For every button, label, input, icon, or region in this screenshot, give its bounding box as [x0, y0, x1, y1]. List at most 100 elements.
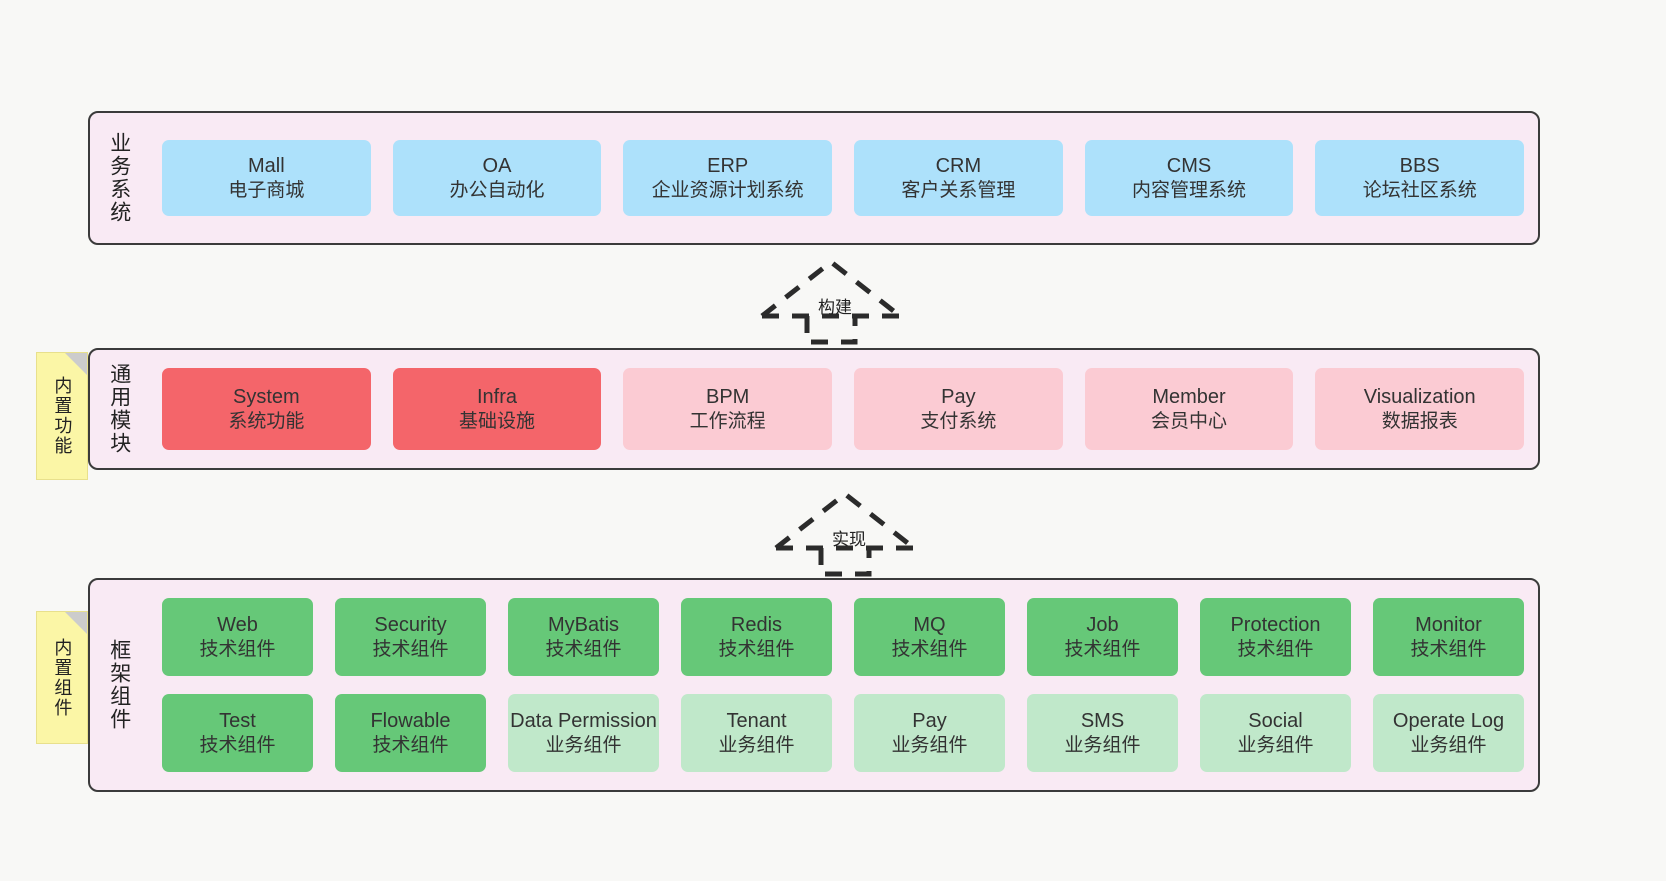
node-member-cn: 会员中心 [1151, 410, 1228, 432]
node-test[interactable]: Test 技术组件 [162, 694, 313, 772]
node-pay-module-cn: 支付系统 [920, 410, 997, 432]
node-erp-cn: 企业资源计划系统 [651, 179, 804, 201]
node-pay-module-en: Pay [941, 385, 976, 408]
build-stem [804, 316, 858, 345]
node-cms[interactable]: CMS 内容管理系统 [1084, 140, 1294, 216]
node-flowable[interactable]: Flowable 技术组件 [335, 694, 486, 772]
node-visualization-en: Visualization [1363, 385, 1476, 408]
modules-row: System 系统功能 Infra 基础设施 BPM 工作流程 Pay 支付系统… [162, 368, 1525, 450]
node-operate-log[interactable]: Operate Log 业务组件 [1373, 694, 1524, 772]
impl-stem [818, 548, 872, 577]
node-infra[interactable]: Infra 基础设施 [392, 368, 602, 450]
node-social[interactable]: Social 业务组件 [1200, 694, 1351, 772]
connector-implement-label: 实现 [832, 530, 866, 549]
node-mq-cn: 技术组件 [891, 638, 968, 660]
node-mall[interactable]: Mall 电子商城 [162, 140, 371, 216]
node-data-permission-cn: 业务组件 [545, 734, 622, 756]
node-monitor[interactable]: Monitor 技术组件 [1373, 598, 1524, 676]
node-bbs[interactable]: BBS 论坛社区系统 [1315, 140, 1525, 216]
node-pay-component-cn: 业务组件 [891, 734, 968, 756]
node-sms-cn: 业务组件 [1064, 734, 1141, 756]
node-tenant[interactable]: Tenant 业务组件 [681, 694, 832, 772]
node-bbs-en: BBS [1399, 154, 1440, 177]
node-monitor-en: Monitor [1415, 613, 1482, 636]
node-data-permission[interactable]: Data Permission 业务组件 [508, 694, 659, 772]
node-bpm[interactable]: BPM 工作流程 [623, 368, 833, 450]
node-visualization-cn: 数据报表 [1381, 410, 1458, 432]
node-oa-cn: 办公自动化 [449, 179, 545, 201]
node-job[interactable]: Job 技术组件 [1027, 598, 1178, 676]
node-operate-log-cn: 业务组件 [1410, 734, 1487, 756]
node-cms-cn: 内容管理系统 [1132, 179, 1247, 201]
layer-title-framework: 框架组件 [107, 639, 131, 731]
node-mq-en: MQ [913, 613, 946, 636]
node-web-en: Web [217, 613, 258, 636]
node-erp-en: ERP [707, 154, 749, 177]
node-member[interactable]: Member 会员中心 [1084, 368, 1294, 450]
node-test-en: Test [219, 709, 256, 732]
node-social-cn: 业务组件 [1237, 734, 1314, 756]
layer-title-modules: 通用模块 [107, 363, 131, 455]
node-mybatis[interactable]: MyBatis 技术组件 [508, 598, 659, 676]
node-web[interactable]: Web 技术组件 [162, 598, 313, 676]
node-oa[interactable]: OA 办公自动化 [392, 140, 602, 216]
note-builtin-features-label: 内置功能 [52, 376, 73, 456]
node-system-en: System [232, 385, 300, 408]
connector-build-label: 构建 [818, 298, 852, 317]
node-erp[interactable]: ERP 企业资源计划系统 [623, 140, 833, 216]
layer-title-business: 业务系统 [107, 132, 131, 224]
node-mybatis-cn: 技术组件 [545, 638, 622, 660]
node-bbs-cn: 论坛社区系统 [1362, 179, 1477, 201]
layer-framework-components: 框架组件 Web 技术组件 Security 技术组件 MyBatis 技术组件… [88, 578, 1540, 792]
layer-body-modules: System 系统功能 Infra 基础设施 BPM 工作流程 Pay 支付系统… [148, 350, 1538, 468]
note-builtin-components-label: 内置组件 [52, 637, 73, 718]
node-sms[interactable]: SMS 业务组件 [1027, 694, 1178, 772]
node-protection[interactable]: Protection 技术组件 [1200, 598, 1351, 676]
node-bpm-en: BPM [706, 385, 750, 408]
node-web-cn: 技术组件 [199, 638, 276, 660]
node-mybatis-en: MyBatis [547, 613, 620, 636]
node-protection-en: Protection [1230, 613, 1321, 636]
layer-common-modules: 通用模块 System 系统功能 Infra 基础设施 BPM 工作流程 Pay… [88, 348, 1540, 470]
node-pay-component[interactable]: Pay 业务组件 [854, 694, 1005, 772]
connector-implement: 实现 [770, 490, 920, 577]
node-infra-cn: 基础设施 [459, 410, 536, 432]
node-protection-cn: 技术组件 [1237, 638, 1314, 660]
node-mall-cn: 电子商城 [228, 179, 305, 201]
node-job-en: Job [1086, 613, 1119, 636]
node-tenant-en: Tenant [726, 709, 787, 732]
node-redis[interactable]: Redis 技术组件 [681, 598, 832, 676]
node-crm[interactable]: CRM 客户关系管理 [854, 140, 1063, 216]
node-operate-log-en: Operate Log [1392, 709, 1505, 732]
node-flowable-cn: 技术组件 [372, 734, 449, 756]
node-security-cn: 技术组件 [372, 638, 449, 660]
node-job-cn: 技术组件 [1064, 638, 1141, 660]
node-monitor-cn: 技术组件 [1410, 638, 1487, 660]
node-crm-cn: 客户关系管理 [901, 179, 1016, 201]
node-redis-cn: 技术组件 [718, 638, 795, 660]
node-pay-module[interactable]: Pay 支付系统 [854, 368, 1063, 450]
node-test-cn: 技术组件 [199, 734, 276, 756]
node-data-permission-en: Data Permission [510, 709, 657, 732]
node-system[interactable]: System 系统功能 [162, 368, 371, 450]
layer-body-business: Mall 电子商城 OA 办公自动化 ERP 企业资源计划系统 CRM 客户关系… [148, 113, 1538, 243]
node-security[interactable]: Security 技术组件 [335, 598, 486, 676]
node-member-en: Member [1152, 385, 1226, 408]
framework-tech-row: Web 技术组件 Security 技术组件 MyBatis 技术组件 Redi… [162, 598, 1524, 676]
layer-business-systems: 业务系统 Mall 电子商城 OA 办公自动化 ERP 企业资源计划系统 CRM… [88, 111, 1540, 245]
node-social-en: Social [1248, 709, 1303, 732]
node-visualization[interactable]: Visualization 数据报表 [1315, 368, 1525, 450]
node-sms-en: SMS [1080, 709, 1125, 732]
layer-body-framework: Web 技术组件 Security 技术组件 MyBatis 技术组件 Redi… [148, 580, 1538, 790]
connector-build: 构建 [756, 258, 906, 345]
node-security-en: Security [374, 613, 447, 636]
note-builtin-features: 内置功能 [36, 352, 88, 480]
business-row: Mall 电子商城 OA 办公自动化 ERP 企业资源计划系统 CRM 客户关系… [162, 140, 1525, 216]
node-mq[interactable]: MQ 技术组件 [854, 598, 1005, 676]
node-infra-en: Infra [476, 385, 518, 408]
node-crm-en: CRM [935, 154, 982, 177]
node-redis-en: Redis [730, 613, 783, 636]
node-flowable-en: Flowable [370, 709, 451, 732]
note-builtin-components: 内置组件 [36, 611, 88, 744]
